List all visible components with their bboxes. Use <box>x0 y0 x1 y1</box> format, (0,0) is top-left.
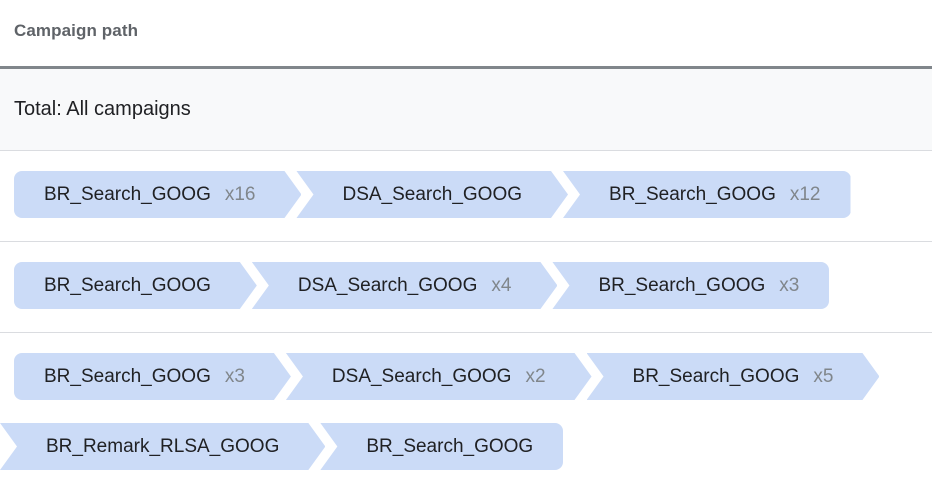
path-line: BR_Search_GOOG x16 DSA_Search_GOOG BR_Searc… <box>0 171 932 218</box>
path-chip[interactable]: BR_Search_GOOG x3 <box>14 353 291 400</box>
campaign-name: BR_Search_GOOG <box>632 365 800 387</box>
campaign-name: BR_Search_GOOG <box>598 274 766 296</box>
total-row: Total: All campaigns <box>0 69 932 151</box>
path-chip[interactable]: BR_Search_GOOG x12 <box>563 171 851 218</box>
repeat-count: x3 <box>779 274 800 296</box>
column-header-campaign-path[interactable]: Campaign path <box>14 21 139 40</box>
repeat-count: x12 <box>789 183 821 205</box>
campaign-name: BR_Search_GOOG <box>44 274 211 296</box>
total-label: Total: All campaigns <box>14 98 191 120</box>
column-header-row: Campaign path <box>0 0 932 69</box>
repeat-count: x2 <box>525 365 546 387</box>
campaign-name: BR_Remark_RLSA_GOOG <box>46 435 280 457</box>
path-line: BR_Search_GOOG DSA_Search_GOOG x4 BR_Search… <box>0 262 932 309</box>
path-chip[interactable]: BR_Search_GOOG x16 <box>14 171 301 218</box>
path-chip[interactable]: BR_Remark_RLSA_GOOG <box>0 423 325 470</box>
path-chip[interactable]: BR_Search_GOOG <box>14 262 257 309</box>
path-line: BR_Remark_RLSA_GOOG BR_Search_GOOG <box>0 423 932 470</box>
campaign-name: BR_Search_GOOG <box>44 365 211 387</box>
campaign-name: BR_Search_GOOG <box>366 435 534 457</box>
campaign-name: BR_Search_GOOG <box>44 183 211 205</box>
path-row: BR_Search_GOOG x16 DSA_Search_GOOG BR_Searc… <box>0 151 932 242</box>
path-chip[interactable]: DSA_Search_GOOG x4 <box>252 262 558 309</box>
path-chip[interactable]: BR_Search_GOOG x3 <box>552 262 830 309</box>
path-line: BR_Search_GOOG x3 DSA_Search_GOOG x2 BR_Sear… <box>0 353 932 400</box>
repeat-count: x3 <box>224 365 245 387</box>
repeat-count: x16 <box>224 183 256 205</box>
campaign-name: DSA_Search_GOOG <box>297 274 478 296</box>
path-row: BR_Search_GOOG DSA_Search_GOOG x4 BR_Search… <box>0 242 932 333</box>
path-chip[interactable]: BR_Search_GOOG <box>320 423 564 470</box>
path-chip[interactable]: DSA_Search_GOOG x2 <box>286 353 592 400</box>
campaign-name: DSA_Search_GOOG <box>342 183 523 205</box>
path-chip[interactable]: BR_Search_GOOG x5 <box>587 353 880 400</box>
repeat-count: x4 <box>491 274 512 296</box>
path-chip[interactable]: DSA_Search_GOOG <box>296 171 568 218</box>
repeat-count: x5 <box>813 365 834 387</box>
campaign-name: BR_Search_GOOG <box>609 183 776 205</box>
campaign-name: DSA_Search_GOOG <box>331 365 512 387</box>
